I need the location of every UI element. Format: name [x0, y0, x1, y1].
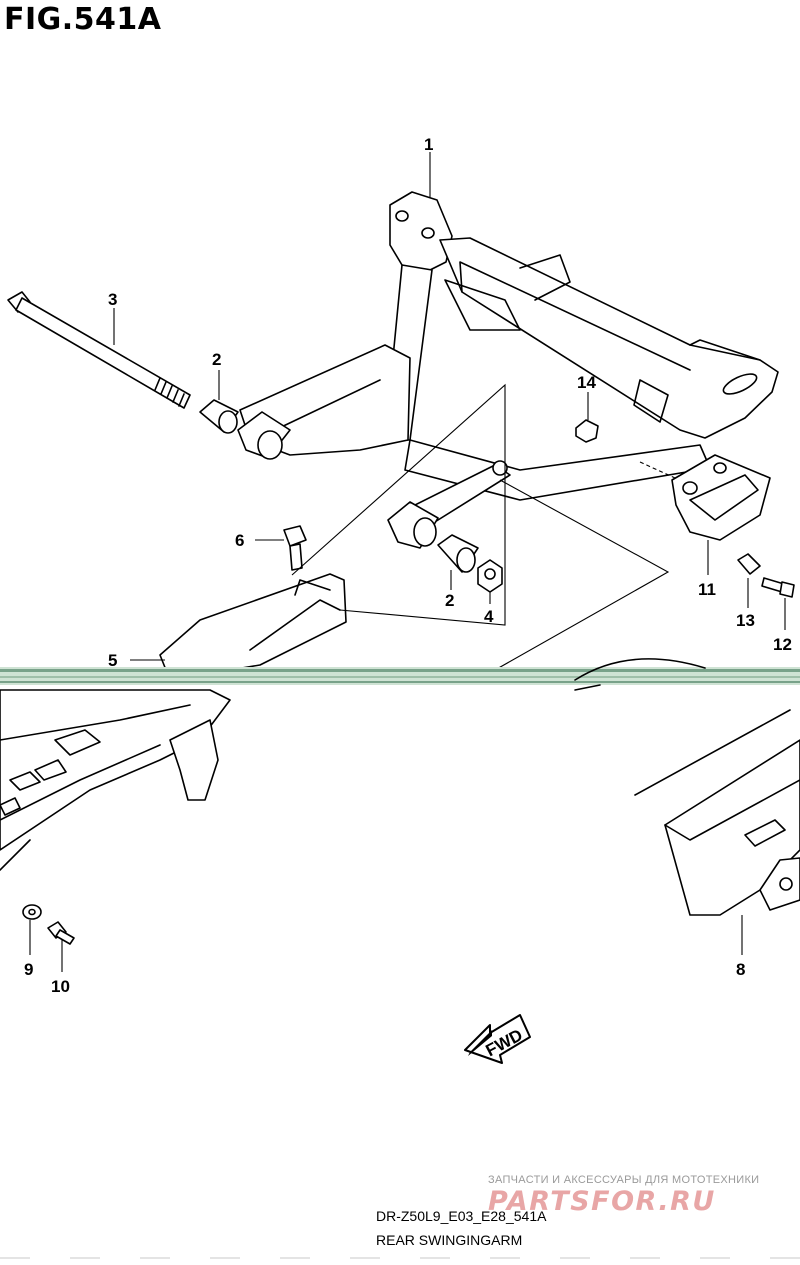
bolt-part-10 [47, 921, 75, 945]
callout-2-lower: 2 [445, 591, 454, 610]
figure-title: FIG.541A [4, 2, 162, 37]
bolt-part-12 [761, 577, 795, 598]
bolt-part-6 [283, 525, 307, 571]
callout-8: 8 [736, 960, 745, 979]
callout-12: 12 [773, 635, 792, 654]
figure-name: REAR SWINGINGARM [376, 1232, 523, 1248]
chain-case-part-5 [159, 573, 347, 681]
callout-6: 6 [235, 531, 244, 550]
callout-1: 1 [424, 135, 433, 154]
nut-part-4 [477, 559, 503, 593]
callout-5: 5 [108, 651, 117, 670]
watermark-brand-logo: PARTSFOR.RU [488, 1186, 716, 1217]
callout-14: 14 [577, 373, 596, 392]
callout-11: 11 [698, 580, 716, 599]
nut-part-14 [575, 419, 599, 443]
callout-9: 9 [24, 960, 33, 979]
callout-3: 3 [108, 290, 117, 309]
chain-guide-part-11 [671, 454, 771, 541]
callout-10: 10 [51, 977, 70, 996]
bushing-part-2-lower [437, 534, 479, 573]
figure-code: DR-Z50L9_E03_E28_541A [376, 1208, 547, 1224]
fwd-direction-arrow [464, 1014, 531, 1064]
callout-2-upper: 2 [212, 350, 221, 369]
swingarm-part-1 [239, 191, 779, 526]
washer-part-9 [22, 904, 42, 920]
watermark-caption: ЗАПЧАСТИ И АКСЕССУАРЫ ДЛЯ МОТОТЕХНИКИ [488, 1174, 760, 1186]
callout-4: 4 [484, 607, 494, 626]
swingarm-lower-right-part-8 [634, 709, 800, 916]
pivot-bolt-part-3 [7, 291, 191, 409]
pivot-collar-upper [237, 411, 291, 460]
pivot-collar-lower [387, 501, 439, 549]
callout-13: 13 [736, 611, 755, 630]
collar-part-13 [737, 553, 761, 575]
swingarm-lower-left [0, 689, 231, 871]
bushing-part-2-upper [199, 399, 239, 434]
